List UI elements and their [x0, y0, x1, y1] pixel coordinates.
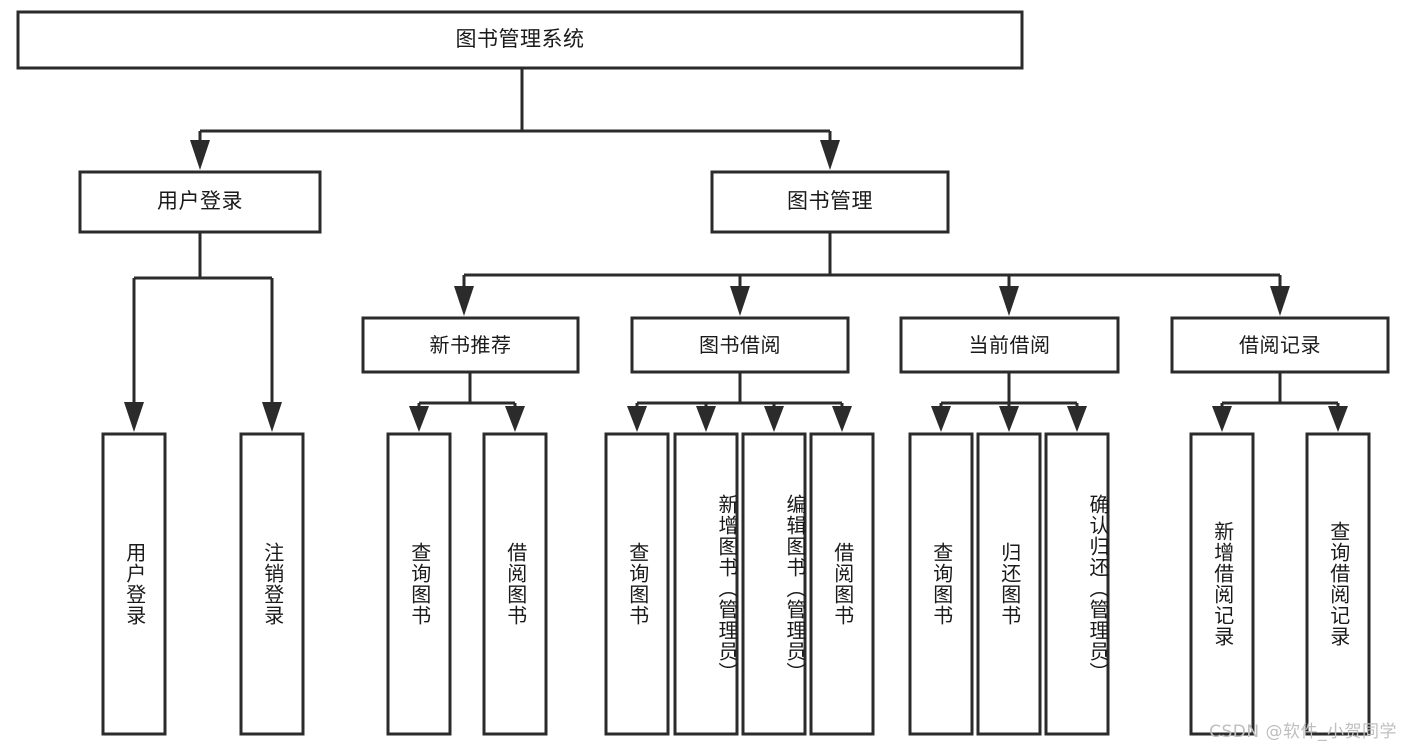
node-box-new-book-recommend[interactable]: [361, 316, 580, 374]
node-box-leaf-current-borrow-1[interactable]: [908, 432, 974, 736]
node-box-user-login[interactable]: [78, 170, 322, 234]
connector-group-book-manage: [454, 232, 1290, 316]
arrow-head-cb-leaf-2: [999, 406, 1019, 432]
arrow-head-bb-leaf-4: [832, 406, 852, 432]
arrow-head-bb-leaf-3: [764, 406, 784, 432]
arrow-head-bb-leaf-2: [696, 406, 716, 432]
arrow-head-to-new-book: [454, 286, 474, 316]
csdn-watermark: CSDN @软件_小贺同学: [1209, 722, 1397, 742]
arrow-head-to-user-login: [190, 140, 210, 170]
node-box-borrow-record[interactable]: [1170, 316, 1390, 374]
node-box-leaf-book-borrow-3[interactable]: [741, 432, 807, 736]
arrow-head-cb-leaf-3: [1067, 406, 1087, 432]
arrow-head-nb-leaf-2: [505, 406, 525, 432]
arrow-head-to-book-borrow: [730, 286, 750, 316]
node-box-leaf-new-book-2[interactable]: [482, 432, 548, 736]
arrow-head-to-current-borrow: [999, 286, 1019, 316]
connector-group-book-borrow: [627, 372, 852, 432]
node-box-current-borrow[interactable]: [899, 316, 1120, 374]
node-box-leaf-borrow-record-2[interactable]: [1305, 432, 1371, 736]
node-box-leaf-new-book-1[interactable]: [386, 432, 452, 736]
arrow-head-to-borrow-record: [1270, 286, 1290, 316]
connector-group-root: [190, 68, 840, 170]
node-box-leaf-book-borrow-2[interactable]: [673, 432, 739, 736]
connector-group-user-login: [124, 232, 282, 432]
arrow-head-br-leaf-2: [1328, 406, 1348, 432]
connector-group-current-borrow: [931, 372, 1087, 432]
arrow-head-user-login-leaf-2: [262, 402, 282, 432]
node-box-leaf-user-login-1[interactable]: [101, 432, 167, 736]
node-box-leaf-book-borrow-4[interactable]: [809, 432, 875, 736]
arrow-head-to-book-manage: [820, 140, 840, 170]
arrow-head-user-login-leaf-1: [124, 402, 144, 432]
arrow-head-br-leaf-1: [1212, 406, 1232, 432]
node-box-root[interactable]: [16, 10, 1024, 70]
node-box-book-manage[interactable]: [710, 170, 950, 234]
connector-group-new-book: [409, 372, 525, 432]
node-box-leaf-borrow-record-1[interactable]: [1189, 432, 1255, 736]
arrow-head-nb-leaf-1: [409, 406, 429, 432]
node-box-book-borrow[interactable]: [630, 316, 850, 374]
arrow-head-bb-leaf-1: [627, 406, 647, 432]
node-box-leaf-current-borrow-2[interactable]: [976, 432, 1042, 736]
arrow-head-cb-leaf-1: [931, 406, 951, 432]
node-box-leaf-book-borrow-1[interactable]: [604, 432, 670, 736]
node-box-leaf-current-borrow-3[interactable]: [1044, 432, 1110, 736]
connector-group-borrow-record: [1212, 372, 1348, 432]
node-box-leaf-user-login-2[interactable]: [239, 432, 305, 736]
